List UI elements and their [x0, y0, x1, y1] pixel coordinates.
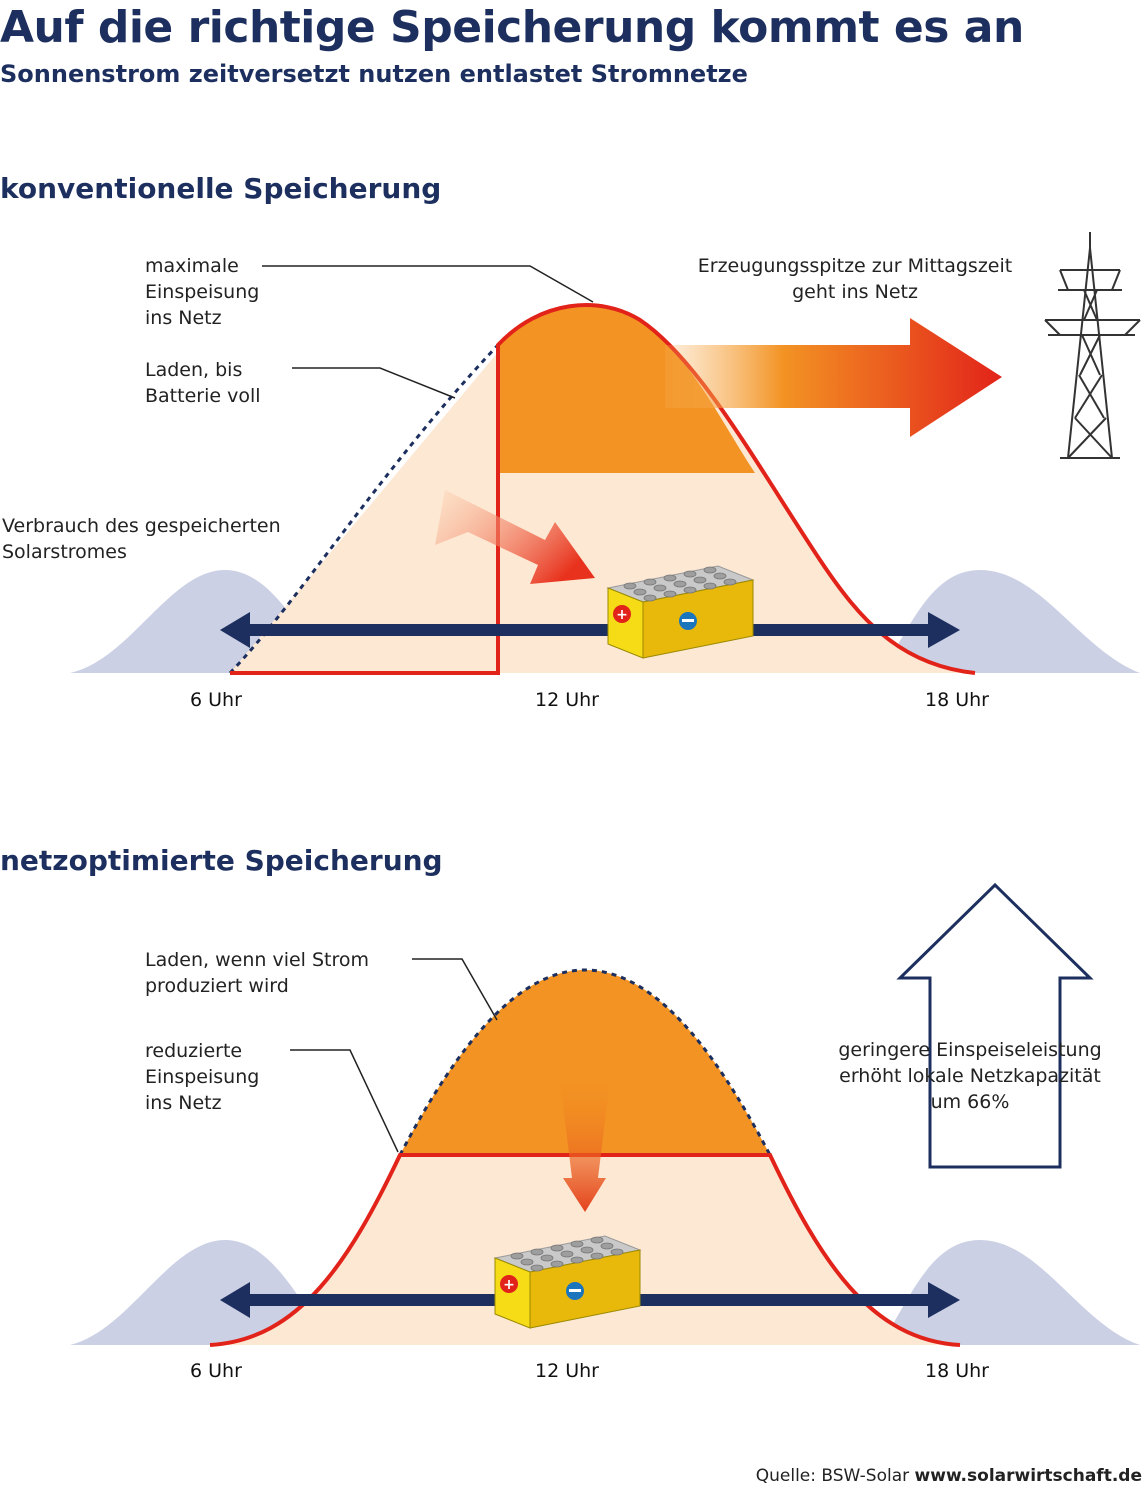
consumption-area-evening — [880, 570, 1140, 673]
panel-conventional — [70, 232, 1141, 675]
tick-6-uhr: 6 Uhr — [190, 689, 242, 711]
section-title-optimized: netzoptimierte Speicherung — [0, 844, 443, 877]
consumption-area-evening-2 — [880, 1240, 1140, 1345]
label-charging-high-production: Laden, wenn viel Strom produziert wird — [145, 949, 370, 997]
leader-line-max-feed — [262, 265, 594, 303]
label-peak-to-grid: Erzeugungsspitze zur Mittagszeit geht in… — [697, 255, 1013, 303]
leader-line-charging-2 — [412, 958, 498, 1021]
label-charging-until-full: Laden, bis Batterie voll — [145, 359, 261, 407]
tick-18-uhr: 18 Uhr — [925, 689, 989, 711]
peak-feed-area — [498, 305, 755, 473]
arrow-down-gradient-icon — [560, 1080, 610, 1212]
production-area — [230, 307, 975, 673]
leader-line-charging — [292, 367, 456, 399]
consumption-area-morning-2 — [70, 1240, 330, 1345]
arrow-to-grid-icon — [665, 318, 1002, 437]
source-prefix: Quelle: BSW-Solar — [755, 1466, 910, 1486]
section-title-conventional: konventionelle Speicherung — [0, 172, 442, 205]
source-link[interactable]: www.solarwirtschaft.de — [914, 1466, 1142, 1486]
charging-dashed-curve — [228, 343, 500, 675]
tick-6-uhr-2: 6 Uhr — [190, 1360, 242, 1382]
arrow-up-outline-icon — [896, 882, 1094, 1169]
label-grid-capacity: geringere Einspeiseleistung erhöht lokal… — [838, 1039, 1102, 1113]
tick-12-uhr-2: 12 Uhr — [535, 1360, 599, 1382]
label-consumption: Verbrauch des gespeicherten Solarstromes — [2, 515, 281, 563]
panel-optimized — [70, 882, 1140, 1347]
stored-peak-area — [400, 970, 770, 1155]
arrow-right-gradient-icon — [435, 490, 595, 584]
page-subtitle: Sonnenstrom zeitversetzt nutzen entlaste… — [0, 60, 748, 88]
label-reduced-feed: reduzierte Einspeisung ins Netz — [145, 1040, 260, 1114]
page-title: Auf die richtige Speicherung kommt es an — [0, 2, 1024, 53]
tick-18-uhr-2: 18 Uhr — [925, 1360, 989, 1382]
leader-line-reduced — [290, 1049, 399, 1153]
source-credit: Quelle: BSW-Solar www.solarwirtschaft.de — [756, 1466, 1142, 1486]
tick-12-uhr: 12 Uhr — [535, 689, 599, 711]
pylon-icon — [1044, 232, 1141, 459]
charging-dashed-curve-2 — [398, 968, 772, 1156]
time-axis-arrow — [220, 612, 960, 648]
label-max-feed: maximale Einspeisung ins Netz — [145, 255, 260, 329]
